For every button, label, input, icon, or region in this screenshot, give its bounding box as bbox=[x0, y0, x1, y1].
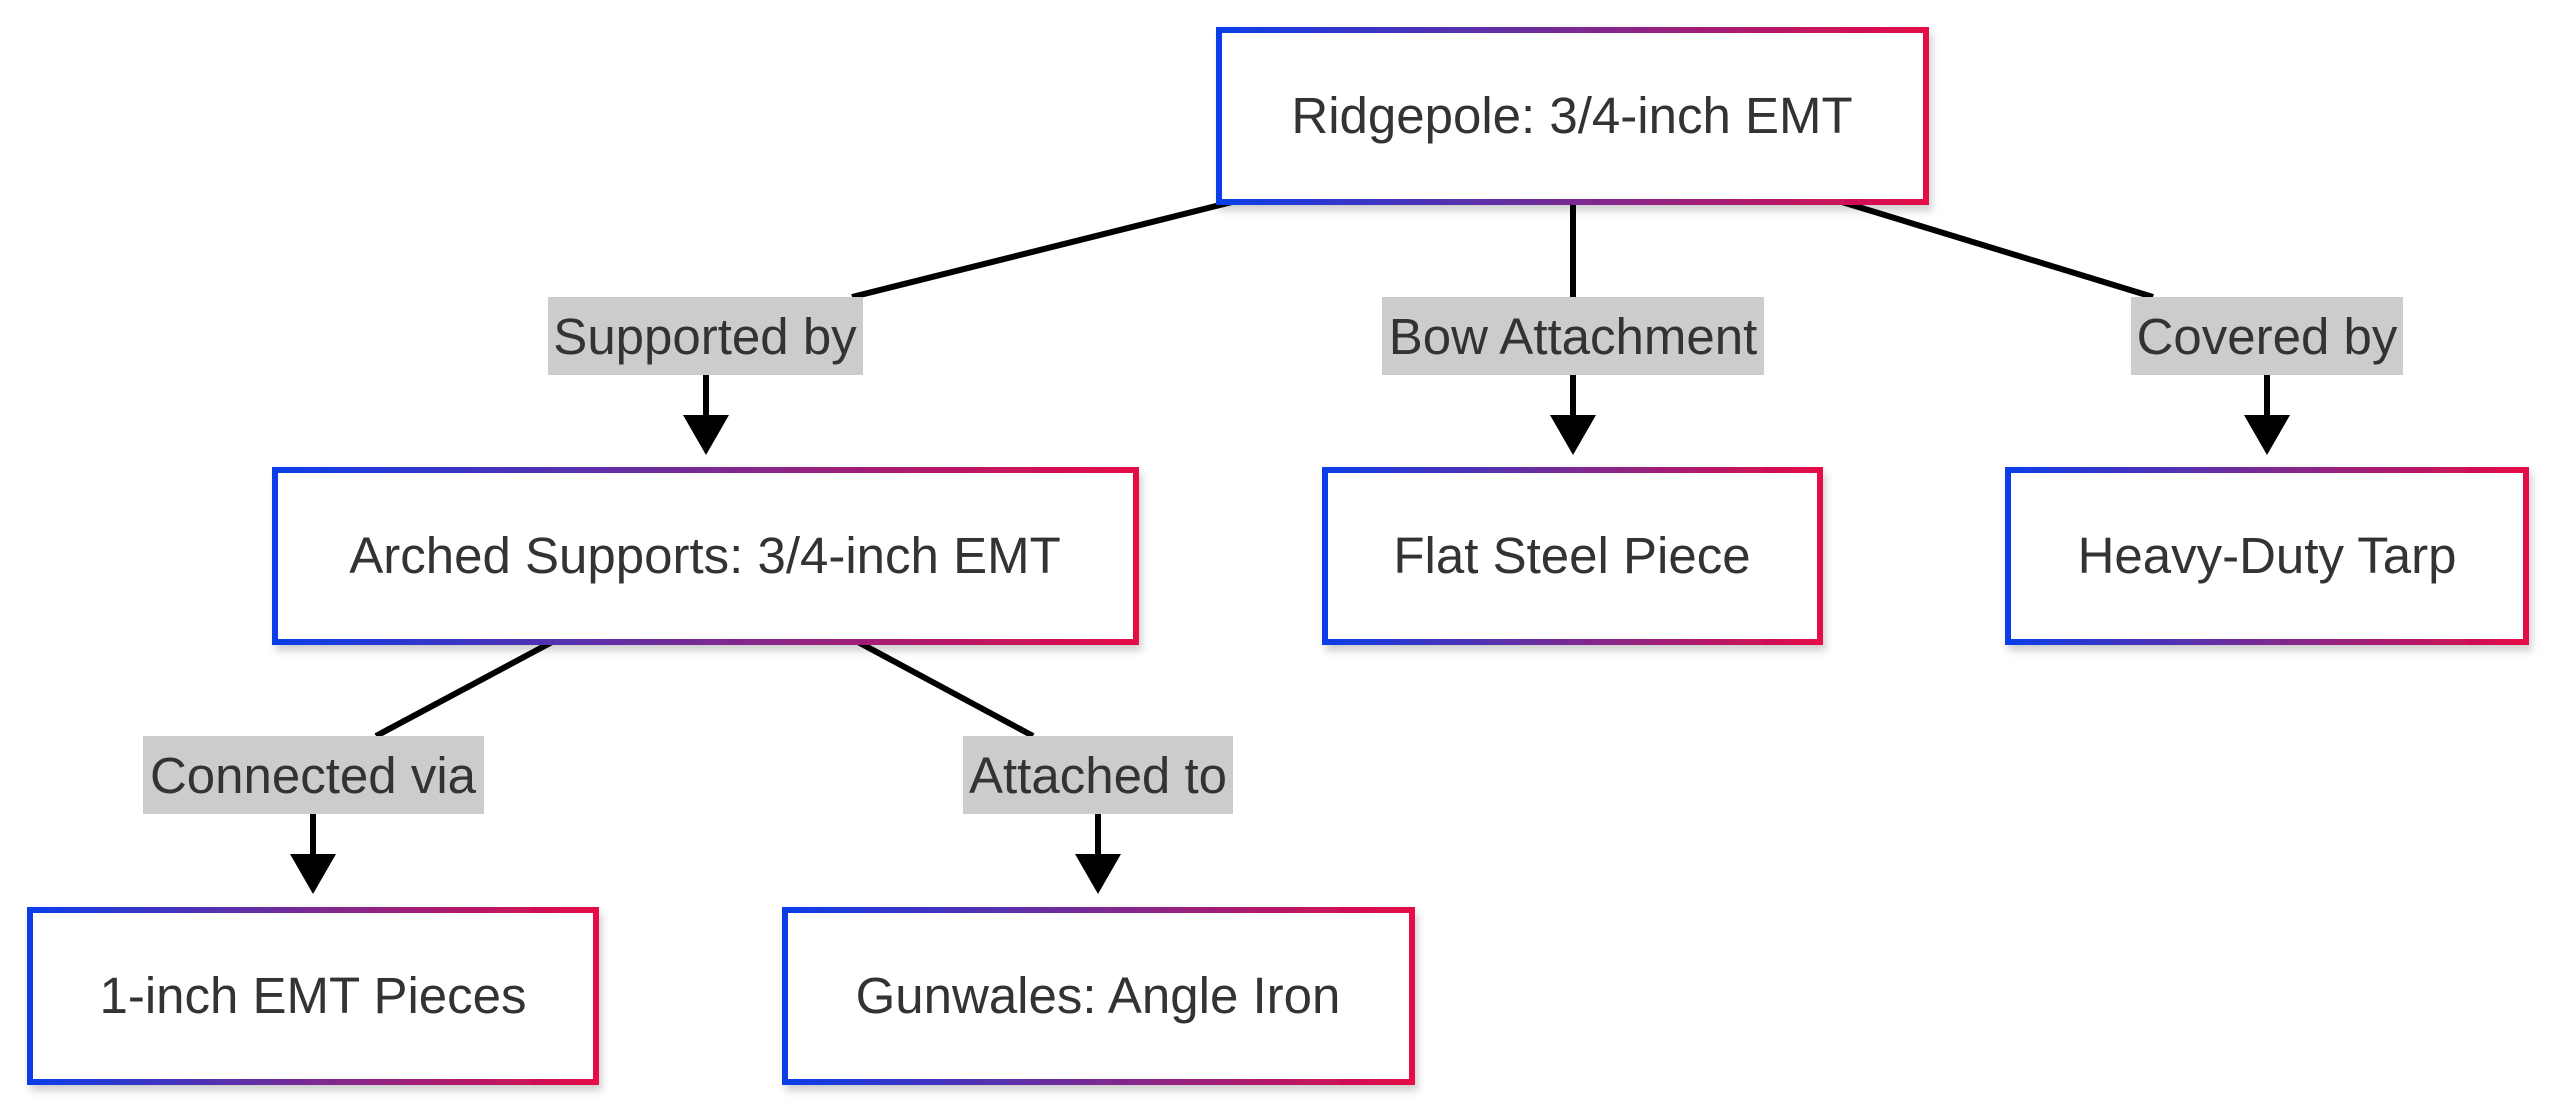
node-label: 1-inch EMT Pieces bbox=[99, 967, 526, 1024]
edge-line bbox=[1841, 199, 2154, 300]
node-box bbox=[782, 907, 1415, 1085]
node-box bbox=[1322, 467, 1823, 645]
edge-attached-to: Attached to bbox=[856, 639, 1233, 894]
edge-label-bg bbox=[143, 736, 484, 814]
edge-covered-by: Covered by bbox=[1841, 199, 2403, 455]
node-box bbox=[27, 907, 599, 1085]
arrowhead-icon bbox=[290, 854, 336, 894]
node-flat-steel: Flat Steel Piece bbox=[1322, 467, 1823, 645]
node-box bbox=[272, 467, 1139, 645]
node-label: Flat Steel Piece bbox=[1393, 527, 1750, 584]
node-box bbox=[2005, 467, 2529, 645]
edge-line bbox=[851, 199, 1233, 300]
node-label: Heavy-Duty Tarp bbox=[2078, 527, 2457, 584]
edge-line bbox=[856, 639, 1035, 739]
edge-label-bg bbox=[548, 297, 863, 375]
arrowhead-icon bbox=[1075, 854, 1121, 894]
edge-label-bg bbox=[1382, 297, 1764, 375]
edge-label-connected-via: Connected via bbox=[150, 747, 477, 804]
edge-label-bg bbox=[963, 736, 1233, 814]
arrowhead-icon bbox=[1550, 415, 1596, 455]
node-label: Arched Supports: 3/4-inch EMT bbox=[349, 527, 1061, 584]
node-tarp: Heavy-Duty Tarp bbox=[2005, 467, 2529, 645]
node-label: Gunwales: Angle Iron bbox=[856, 967, 1341, 1024]
edge-label-bow-attachment: Bow Attachment bbox=[1389, 308, 1758, 365]
edge-connected-via: Connected via bbox=[143, 639, 554, 894]
arrowhead-icon bbox=[2244, 415, 2290, 455]
edge-label-attached-to: Attached to bbox=[969, 747, 1227, 804]
node-gunwales: Gunwales: Angle Iron bbox=[782, 907, 1415, 1085]
arrowhead-icon bbox=[683, 415, 729, 455]
edge-supported-by: Supported by bbox=[548, 199, 1233, 455]
node-label: Ridgepole: 3/4-inch EMT bbox=[1291, 87, 1852, 144]
edge-label-covered-by: Covered by bbox=[2137, 308, 2398, 365]
edge-line bbox=[374, 639, 554, 739]
node-box bbox=[1216, 27, 1929, 205]
node-ridgepole: Ridgepole: 3/4-inch EMT bbox=[1216, 27, 1929, 205]
edge-bow-attachment: Bow Attachment bbox=[1382, 202, 1764, 455]
edge-label-bg bbox=[2131, 297, 2403, 375]
edge-label-supported-by: Supported by bbox=[553, 308, 857, 365]
node-arched-supports: Arched Supports: 3/4-inch EMT bbox=[272, 467, 1139, 645]
node-emt-pieces: 1-inch EMT Pieces bbox=[27, 907, 599, 1085]
